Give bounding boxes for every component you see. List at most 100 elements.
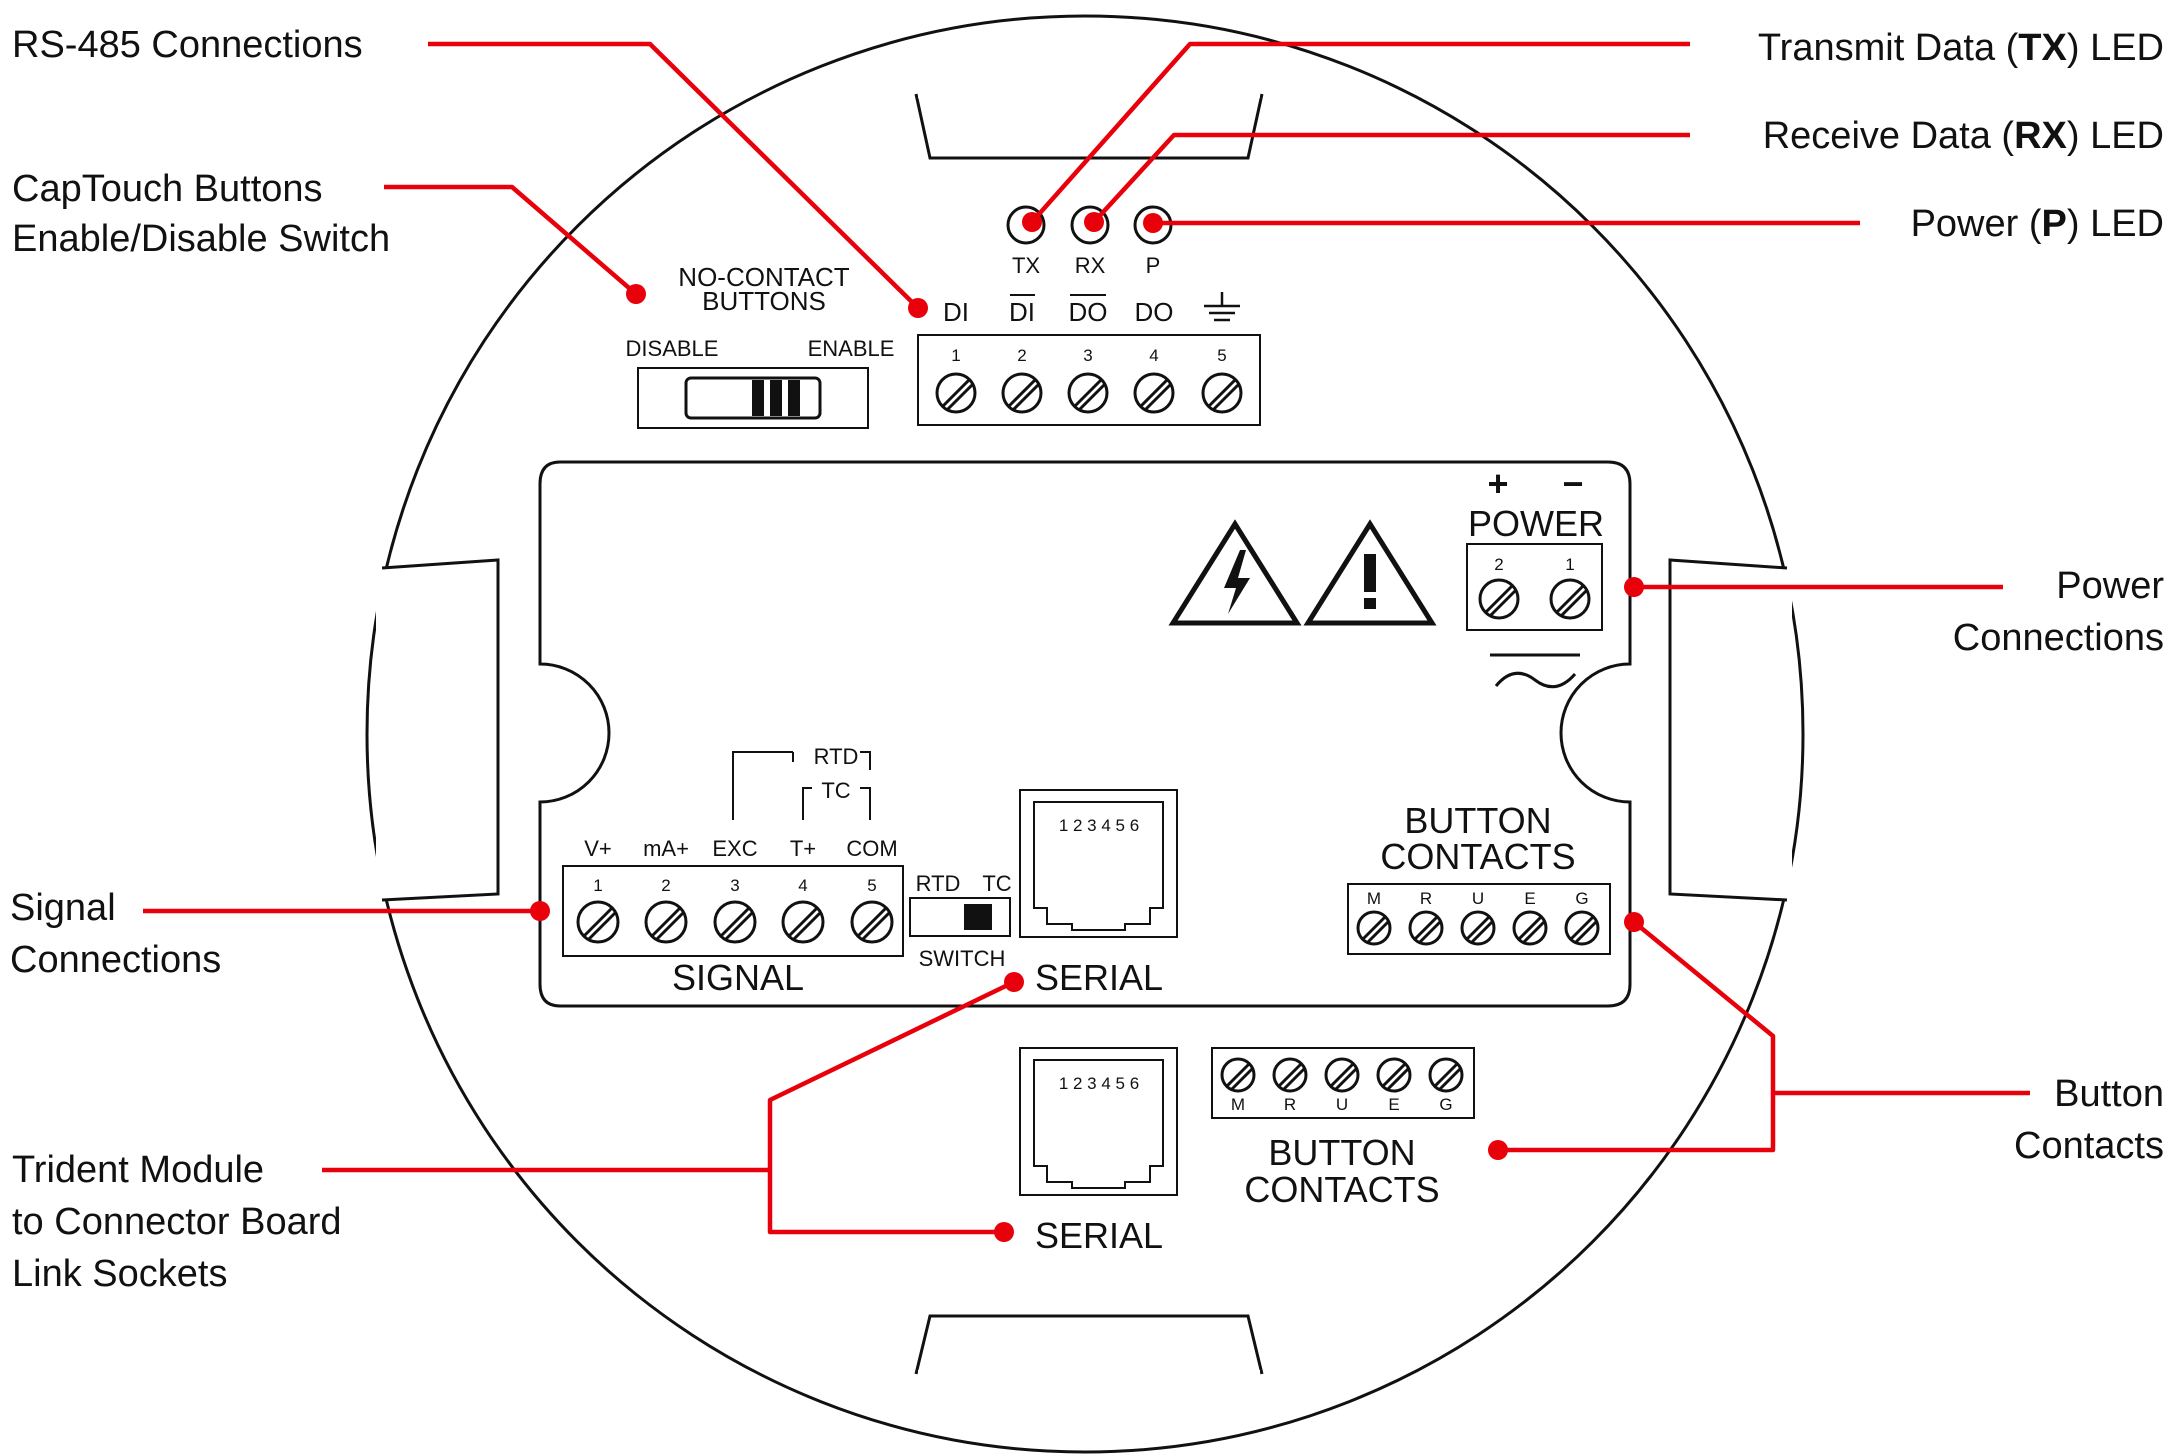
signal-terminal-number: 5: [867, 876, 876, 895]
button-contact-letter: G: [1439, 1095, 1452, 1114]
screw-terminal[interactable]: [1478, 578, 1520, 620]
screw-terminal[interactable]: [1356, 910, 1392, 946]
enclosure-circle: [365, 14, 1805, 1454]
screw-terminal[interactable]: [1133, 372, 1175, 414]
screw-terminal[interactable]: [1272, 1057, 1308, 1093]
callout-button-1: Button: [2054, 1073, 2164, 1115]
signal-terminal-number: 3: [730, 876, 739, 895]
callout-labels: RS-485 Connections CapTouch Buttons Enab…: [10, 24, 2164, 1295]
hazard-voltage-icon: [1168, 519, 1302, 626]
callout-trident-3: Link Sockets: [12, 1253, 227, 1295]
screw-terminal[interactable]: [1408, 910, 1444, 946]
rs485-label-do-bar: DO: [1069, 297, 1108, 327]
rs485-label-di: DI: [943, 297, 969, 327]
rs485-label-di-bar: DI: [1009, 297, 1035, 327]
notch-bottom: [914, 1314, 1264, 1375]
callout-signal-2: Connections: [10, 939, 221, 981]
rtd-tc-bracket: RTD TC: [732, 744, 871, 820]
signal-terminal-number: 2: [661, 876, 670, 895]
switch-frame: [637, 367, 869, 429]
button-contact-letter: E: [1524, 889, 1535, 908]
serial-socket-upper: 1 2 3 4 5 6 SERIAL: [1019, 789, 1178, 998]
screw-terminal[interactable]: [576, 900, 620, 944]
signal-label: mA+: [643, 836, 689, 861]
callout-captouch-1: CapTouch Buttons: [12, 168, 323, 210]
callout-trident-1: Trident Module: [12, 1149, 264, 1191]
ground-icon: [1204, 292, 1240, 322]
power-title: POWER: [1468, 503, 1604, 544]
rs485-screws: [935, 372, 1243, 414]
callout-p: Power (P) LED: [1911, 203, 2164, 245]
signal-label: EXC: [712, 836, 757, 861]
power-terminal-frame: [1466, 543, 1603, 631]
leader-lines: [143, 41, 2030, 1242]
screw-terminal[interactable]: [1001, 372, 1043, 414]
screw-terminal[interactable]: [644, 900, 688, 944]
callout-captouch-2: Enable/Disable Switch: [12, 218, 390, 260]
notch-left: [381, 558, 500, 902]
rx-led-label: RX: [1075, 253, 1106, 278]
screw-terminal[interactable]: [1067, 372, 1109, 414]
disable-label: DISABLE: [626, 336, 719, 361]
rtd-tc-switch-knob[interactable]: [964, 904, 992, 930]
serial-socket-frame[interactable]: [1019, 789, 1178, 938]
leader-rx: [1092, 132, 1690, 224]
screw-terminal[interactable]: [1512, 910, 1548, 946]
callout-trident-2: to Connector Board: [12, 1201, 342, 1243]
switch-knob[interactable]: [752, 380, 800, 416]
rs485-terminal-frame: [917, 334, 1261, 426]
leader-captouch: [384, 184, 638, 296]
enclosure: [365, 14, 1805, 1454]
signal-title: SIGNAL: [672, 957, 804, 998]
screw-terminal[interactable]: [1460, 910, 1496, 946]
button-contact-letter: M: [1231, 1095, 1245, 1114]
power-plus-label: +: [1487, 463, 1508, 504]
switch-title: SWITCH: [919, 946, 1006, 971]
button-contact-letter: E: [1388, 1095, 1399, 1114]
signal-label: T+: [790, 836, 816, 861]
notch-top: [914, 93, 1264, 160]
switch-tc-label: TC: [982, 871, 1011, 896]
rs485-terminal-number: 5: [1217, 346, 1226, 365]
screw-terminal[interactable]: [1549, 578, 1591, 620]
button-contact-letter: R: [1284, 1095, 1296, 1114]
caution-icon: [1303, 519, 1437, 626]
screw-terminal[interactable]: [781, 900, 825, 944]
screw-terminal[interactable]: [1376, 1057, 1412, 1093]
rs485-terminal-number: 4: [1149, 346, 1158, 365]
screw-terminal[interactable]: [1564, 910, 1600, 946]
callout-power-1: Power: [2056, 565, 2164, 607]
button-contacts-frame: [1347, 883, 1611, 955]
serial-socket-frame[interactable]: [1019, 1047, 1178, 1196]
switch-rtd-label: RTD: [916, 871, 961, 896]
rs485-terminal-block: DI DI DO DO 1 2 3 4 5: [917, 292, 1261, 426]
rs485-terminal-number: 3: [1083, 346, 1092, 365]
screw-terminal[interactable]: [1220, 1057, 1256, 1093]
button-contacts-title-2: CONTACTS: [1380, 836, 1575, 877]
serial-socket-lower: 1 2 3 4 5 6 SERIAL: [1019, 1047, 1178, 1256]
power-terminal-number: 2: [1494, 555, 1503, 574]
button-contacts-upper: BUTTON CONTACTS M R U E G: [1347, 800, 1611, 955]
screw-terminal[interactable]: [1201, 372, 1243, 414]
callout-signal-1: Signal: [10, 887, 116, 929]
screw-terminal[interactable]: [935, 372, 977, 414]
screw-terminal[interactable]: [713, 900, 757, 944]
button-contact-letter: G: [1575, 889, 1588, 908]
no-contact-title-2: BUTTONS: [702, 286, 826, 316]
power-terminal-block: + − POWER 2 1: [1466, 463, 1604, 689]
notch-right: [1668, 558, 1788, 902]
screw-terminal[interactable]: [850, 900, 894, 944]
callout-power-2: Connections: [1953, 617, 2164, 659]
signal-label: V+: [584, 836, 612, 861]
callout-button-2: Contacts: [2014, 1125, 2164, 1167]
rtd-label: RTD: [814, 744, 859, 769]
serial-pin-numbers: 1 2 3 4 5 6: [1059, 1074, 1139, 1093]
screw-terminal[interactable]: [1428, 1057, 1464, 1093]
callout-tx: Transmit Data (TX) LED: [1758, 27, 2164, 69]
callout-rx: Receive Data (RX) LED: [1763, 115, 2164, 157]
screw-terminal[interactable]: [1324, 1057, 1360, 1093]
enable-label: ENABLE: [808, 336, 895, 361]
button-contacts-title-2: CONTACTS: [1244, 1169, 1439, 1210]
button-contacts-lower: M R U E G BUTTON CONTACTS: [1211, 1047, 1475, 1210]
rtd-tc-switch[interactable]: [909, 897, 1011, 937]
